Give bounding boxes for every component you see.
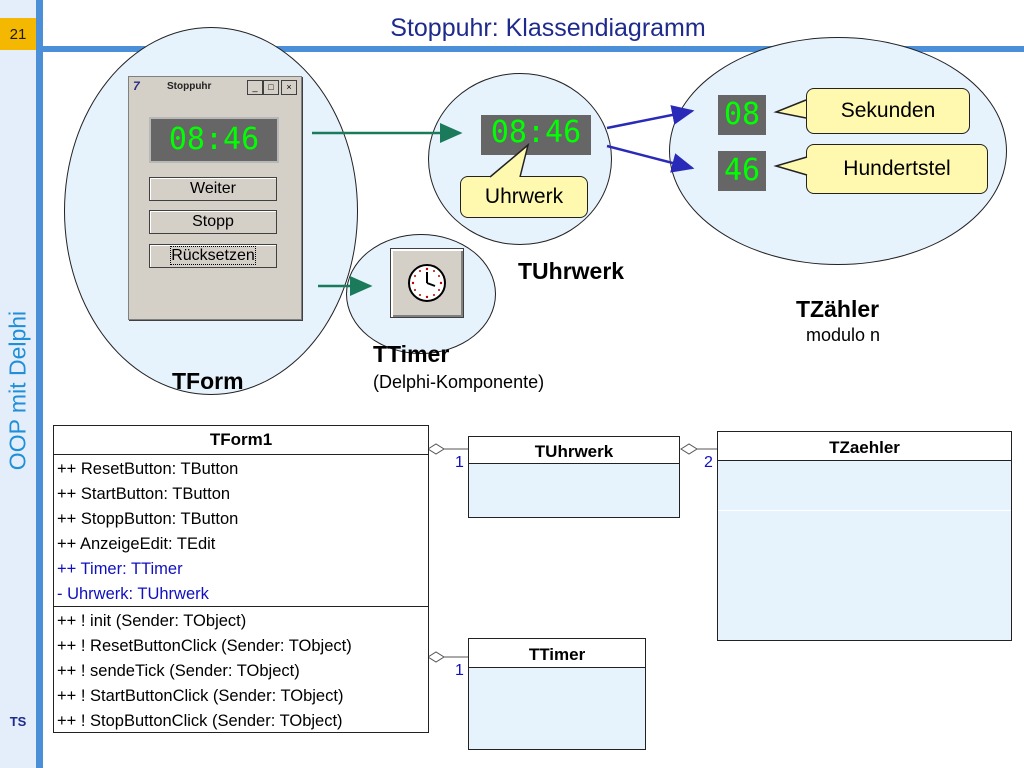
window-caption: Stoppuhr — [167, 81, 212, 92]
clock-icon-graphic — [408, 264, 446, 302]
multiplicity-uhrwerk: 1 — [455, 454, 464, 471]
uml-class-tuhrwerk: TUhrwerk — [468, 436, 680, 518]
uml-class-tzaehler: TZaehler — [717, 431, 1012, 641]
side-title-text: OOP mit Delphi — [4, 310, 31, 471]
sidebar — [0, 0, 36, 768]
uml-method: ++ ! init (Sender: TObject) — [57, 612, 247, 630]
uml-method: ++ ! StartButtonClick (Sender: TObject) — [57, 687, 344, 705]
tzaehler-sublabel: modulo n — [806, 325, 881, 345]
form-display: 08:46 — [149, 117, 279, 163]
uml-method: ++ ! sendeTick (Sender: TObject) — [57, 662, 300, 680]
delphi-logo-icon: 7 — [133, 79, 140, 93]
tuhrwerk-label: TUhrwerk — [518, 258, 625, 284]
clock-icon — [390, 248, 464, 318]
slide-number-box — [0, 18, 36, 50]
stopp-button[interactable]: Stopp — [149, 210, 277, 234]
footer-tag: TS — [9, 714, 27, 729]
uhrwerk-display-text: 08:46 — [490, 115, 582, 150]
seconds-callout: Sekunden — [806, 88, 970, 134]
multiplicity-zaehler: 2 — [704, 454, 713, 471]
vertical-accent-bar — [36, 0, 43, 768]
uhrwerk-callout: Uhrwerk — [460, 176, 588, 218]
form-display-text: 08:46 — [168, 122, 260, 157]
slide-number: 21 — [9, 26, 27, 43]
title-underline — [43, 46, 1024, 52]
uml-attribute: ++ AnzeigeEdit: TEdit — [57, 535, 216, 553]
uml-attribute: - Uhrwerk: TUhrwerk — [57, 585, 209, 603]
uhrwerk-display: 08:46 — [481, 115, 591, 155]
uml-class-ttimer: TTimer — [468, 638, 646, 750]
hundredths-display: 46 — [718, 151, 766, 191]
uml-divider — [54, 606, 428, 607]
uml-class-name: TTimer — [528, 645, 586, 664]
uml-attribute: ++ ResetButton: TButton — [57, 460, 239, 478]
ttimer-sublabel: (Delphi-Komponente) — [373, 372, 545, 392]
side-title: OOP mit Delphi — [0, 293, 36, 489]
minimize-button[interactable]: _ — [247, 80, 263, 95]
uml-class-name: TUhrwerk — [534, 442, 614, 461]
window-titlebar: 7 Stoppuhr _ □ × — [129, 77, 301, 97]
uml-class-tform1: TForm1 ++ ResetButton: TButton ++ StartB… — [53, 425, 429, 733]
uml-class-name: TForm1 — [209, 430, 273, 449]
tuhrwerk-ellipse — [428, 73, 612, 245]
stoppuhr-window: 7 Stoppuhr _ □ × 08:46 Weiter Stopp Rück… — [128, 76, 302, 320]
uml-method: ++ ! ResetButtonClick (Sender: TObject) — [57, 637, 352, 655]
weiter-button[interactable]: Weiter — [149, 177, 277, 201]
seconds-display-text: 08 — [723, 97, 761, 132]
maximize-button[interactable]: □ — [263, 80, 279, 95]
uml-attributes: ++ ResetButton: TButton ++ StartButton: … — [54, 457, 428, 607]
ttimer-label: TTimer — [373, 341, 450, 367]
uml-class-name: TZaehler — [829, 438, 900, 457]
tform-label: TForm — [172, 368, 244, 394]
uml-divider — [54, 454, 428, 455]
close-button[interactable]: × — [281, 80, 297, 95]
slide-title: Stoppuhr: Klassendiagramm — [390, 14, 706, 42]
ruecksetzen-button-label: Rücksetzen — [170, 246, 256, 265]
uml-attribute: ++ StartButton: TButton — [57, 485, 231, 503]
seconds-display: 08 — [718, 95, 766, 135]
uml-methods: ++ ! init (Sender: TObject) ++ ! ResetBu… — [54, 609, 428, 734]
aggregation-diamond-timer — [427, 651, 445, 663]
ruecksetzen-button[interactable]: Rücksetzen — [149, 244, 277, 268]
multiplicity-timer: 1 — [455, 662, 464, 679]
hundredths-callout: Hundertstel — [806, 144, 988, 194]
uml-attribute: ++ Timer: TTimer — [57, 560, 183, 578]
tzaehler-label: TZähler — [796, 296, 880, 322]
aggregation-diamond-uhrwerk — [427, 443, 445, 455]
uml-attribute: ++ StoppButton: TButton — [57, 510, 239, 528]
hundredths-display-text: 46 — [723, 153, 761, 188]
aggregation-diamond-zaehler — [680, 443, 698, 455]
uml-method: ++ ! StopButtonClick (Sender: TObject) — [57, 712, 343, 730]
